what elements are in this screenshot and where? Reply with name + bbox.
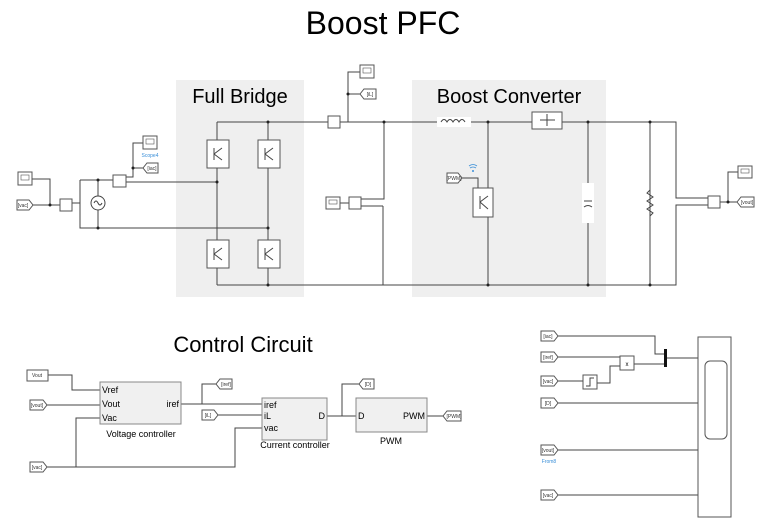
full-bridge-area bbox=[176, 80, 304, 297]
svg-text:iref: iref bbox=[166, 399, 179, 409]
svg-text:Vref: Vref bbox=[102, 385, 119, 395]
svg-text:Vac: Vac bbox=[102, 413, 117, 423]
svg-text:[vac]: [vac] bbox=[18, 203, 29, 209]
svg-text:[vac]: [vac] bbox=[543, 493, 554, 499]
control-circuit-label: Control Circuit bbox=[173, 332, 312, 357]
goto-iac[interactable]: [iac] bbox=[142, 162, 159, 174]
svg-text:iref: iref bbox=[264, 400, 277, 410]
svg-text:D: D bbox=[358, 411, 365, 421]
from-vout-2[interactable]: [vout] bbox=[540, 444, 559, 456]
model-title: Boost PFC bbox=[306, 5, 461, 41]
svg-text:[D]: [D] bbox=[545, 401, 552, 407]
scope-il[interactable] bbox=[359, 64, 375, 79]
svg-text:PWM: PWM bbox=[403, 411, 425, 421]
from-iref[interactable]: [iref] bbox=[540, 351, 559, 363]
voltage-measurement-ac[interactable] bbox=[59, 198, 73, 212]
scope-vout[interactable] bbox=[737, 165, 753, 179]
scope4-label: Scope4 bbox=[142, 153, 159, 159]
from-vout[interactable]: [vout] bbox=[29, 399, 48, 411]
junction-dots bbox=[48, 92, 730, 287]
scope-rectified[interactable] bbox=[325, 196, 341, 210]
from-pwm[interactable]: [PWM] bbox=[446, 172, 463, 184]
current-controller-subsystem[interactable]: iref iL vac D bbox=[261, 397, 328, 441]
goto-pwm[interactable]: [PWM] bbox=[442, 410, 463, 422]
goto-vac[interactable]: [vac] bbox=[16, 199, 34, 211]
current-measurement-ac[interactable] bbox=[112, 174, 127, 188]
svg-text:[PWM]: [PWM] bbox=[447, 176, 463, 182]
scope-vac[interactable] bbox=[17, 171, 33, 186]
voltage-measurement-out[interactable] bbox=[707, 195, 721, 209]
svg-text:[D]: [D] bbox=[365, 382, 372, 388]
voltage-controller-subsystem[interactable]: Vref Vout Vac iref bbox=[99, 381, 182, 425]
product-block[interactable]: x bbox=[619, 355, 635, 371]
inductor[interactable] bbox=[437, 117, 471, 127]
current-measurement-il[interactable] bbox=[327, 115, 341, 129]
voltage-measurement-rectified[interactable] bbox=[348, 196, 362, 210]
from-d[interactable]: [D] bbox=[540, 397, 559, 409]
from8-label: From8 bbox=[542, 459, 557, 465]
mux-block[interactable] bbox=[664, 349, 667, 367]
svg-text:[PWM]: [PWM] bbox=[447, 414, 463, 420]
svg-text:[iref]: [iref] bbox=[543, 355, 553, 361]
svg-text:[vac]: [vac] bbox=[543, 379, 554, 385]
goto-d[interactable]: [D] bbox=[358, 378, 375, 390]
ac-voltage-source[interactable] bbox=[90, 195, 106, 211]
goto-iref[interactable]: [iref] bbox=[215, 378, 233, 390]
igbt-q2[interactable] bbox=[257, 139, 281, 169]
const-vout[interactable]: Vout bbox=[26, 369, 49, 382]
scope-main[interactable] bbox=[697, 336, 732, 518]
voltage-controller-label: Voltage controller bbox=[106, 429, 176, 439]
power-wires bbox=[32, 71, 738, 286]
igbt-q4[interactable] bbox=[257, 239, 281, 269]
resistor[interactable] bbox=[646, 189, 654, 217]
igbt-q1[interactable] bbox=[206, 139, 230, 169]
svg-text:[iac]: [iac] bbox=[147, 166, 157, 172]
igbt-q3[interactable] bbox=[206, 239, 230, 269]
goto-il[interactable]: [iL] bbox=[359, 88, 377, 100]
svg-text:iL: iL bbox=[264, 411, 271, 421]
pwm-label: PWM bbox=[380, 436, 402, 446]
boost-igbt[interactable] bbox=[472, 187, 494, 218]
diode[interactable] bbox=[531, 111, 563, 130]
svg-text:x: x bbox=[626, 362, 629, 368]
svg-text:[iL]: [iL] bbox=[367, 92, 374, 98]
control-wires bbox=[47, 335, 698, 496]
svg-text:[vout]: [vout] bbox=[31, 403, 44, 409]
pwm-subsystem[interactable]: D PWM bbox=[355, 397, 428, 433]
svg-text:D: D bbox=[319, 411, 326, 421]
svg-text:[iL]: [iL] bbox=[205, 413, 212, 419]
boost-converter-area bbox=[412, 80, 606, 297]
from-il[interactable]: [iL] bbox=[201, 409, 219, 421]
capacitor[interactable] bbox=[582, 183, 594, 223]
goto-vout[interactable]: [vout] bbox=[736, 196, 755, 208]
sign-block[interactable] bbox=[582, 374, 598, 390]
wireless-icon bbox=[468, 164, 478, 172]
svg-text:[iref]: [iref] bbox=[221, 382, 231, 388]
from-vac-3[interactable]: [vac] bbox=[540, 489, 559, 501]
from-vac[interactable]: [vac] bbox=[29, 461, 48, 473]
svg-text:[vac]: [vac] bbox=[32, 465, 43, 471]
full-bridge-label: Full Bridge bbox=[192, 86, 288, 108]
svg-text:Vout: Vout bbox=[102, 399, 121, 409]
from-iac[interactable]: [iac] bbox=[540, 330, 559, 342]
svg-text:Vout: Vout bbox=[32, 373, 43, 379]
svg-text:[vout]: [vout] bbox=[741, 200, 754, 206]
boost-converter-label: Boost Converter bbox=[437, 86, 582, 108]
svg-text:[iac]: [iac] bbox=[543, 334, 553, 340]
svg-text:[vout]: [vout] bbox=[542, 448, 555, 454]
scope4[interactable] bbox=[142, 135, 158, 150]
from-vac-2[interactable]: [vac] bbox=[540, 375, 559, 387]
svg-text:vac: vac bbox=[264, 423, 279, 433]
current-controller-label: Current controller bbox=[260, 440, 330, 450]
